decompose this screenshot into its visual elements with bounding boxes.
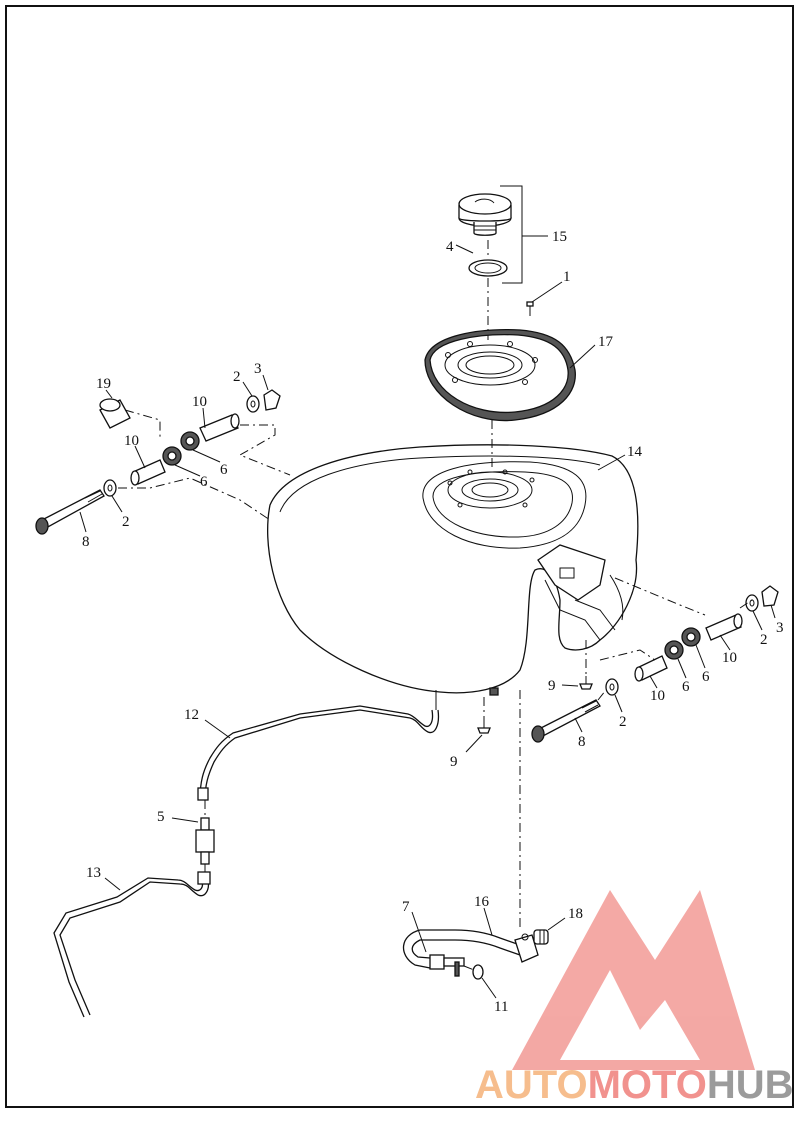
callout-6-front-lower: 6 <box>200 474 208 490</box>
callout-3-front: 3 <box>254 361 262 377</box>
leader-lines <box>79 244 776 999</box>
front-mount-hardware <box>35 389 281 535</box>
automotohub-logo-icon <box>512 890 755 1070</box>
assembly-center-lines <box>118 240 756 971</box>
callout-10-rear-upper: 10 <box>722 650 737 666</box>
callout-labels: 1 15 4 17 14 19 2 3 10 10 6 6 2 8 3 2 10… <box>82 229 784 1015</box>
callout-2-front-lower: 2 <box>122 514 130 530</box>
rear-mount-hardware <box>531 585 779 743</box>
vent-hose <box>197 705 440 801</box>
o-ring <box>472 964 484 980</box>
callout-18: 18 <box>568 906 583 922</box>
callout-14: 14 <box>627 444 643 460</box>
callout-15: 15 <box>552 229 567 245</box>
callout-9-upper: 9 <box>548 678 556 694</box>
callout-10-front-upper: 10 <box>192 394 207 410</box>
callout-17: 17 <box>598 334 614 350</box>
callout-4: 4 <box>446 239 454 255</box>
fuel-tank <box>267 444 639 710</box>
callout-1: 1 <box>563 269 571 285</box>
callout-6-rear-lower: 6 <box>682 679 690 695</box>
watermark-hub: HUB <box>707 1063 794 1107</box>
callout-7: 7 <box>402 899 410 915</box>
svg-text:AUTOMOTOHUB: AUTOMOTOHUB <box>475 1063 794 1107</box>
callout-8-rear: 8 <box>578 734 586 750</box>
callout-12: 12 <box>184 707 199 723</box>
callout-3-rear: 3 <box>776 620 784 636</box>
watermark-auto: AUTO <box>475 1063 588 1107</box>
diagram-frame <box>5 5 794 1108</box>
callout-5: 5 <box>157 809 165 825</box>
vent-valve <box>195 817 215 865</box>
fuel-cap-gasket <box>468 259 508 277</box>
fuel-supply-hose <box>402 929 539 969</box>
screw <box>526 281 563 316</box>
callout-10-front-lower: 10 <box>124 433 139 449</box>
callout-19: 19 <box>96 376 111 392</box>
callout-2-rear-lower: 2 <box>619 714 627 730</box>
callout-10-rear-lower: 10 <box>650 688 665 704</box>
fuel-tank-console-panel <box>424 329 576 422</box>
callout-bracket-15 <box>500 185 548 284</box>
fuel-cap <box>458 193 512 236</box>
watermark-moto: MOTO <box>588 1063 707 1107</box>
callout-13: 13 <box>86 865 101 881</box>
callout-6-front-upper: 6 <box>220 462 228 478</box>
callout-2-front-upper: 2 <box>233 369 241 385</box>
callout-16: 16 <box>474 894 490 910</box>
fuel-valve-elbow <box>533 929 549 945</box>
callout-11: 11 <box>494 999 508 1015</box>
callout-6-rear-upper: 6 <box>702 669 710 685</box>
callout-2-rear-upper: 2 <box>760 632 768 648</box>
callout-9-lower: 9 <box>450 754 458 770</box>
screws-tank-bottom <box>477 676 593 734</box>
vapor-hose <box>53 871 211 1018</box>
automotohub-watermark: AUTOMOTOHUB <box>475 890 794 1107</box>
callout-8-front: 8 <box>82 534 90 550</box>
quick-connect-fitting <box>429 954 465 977</box>
